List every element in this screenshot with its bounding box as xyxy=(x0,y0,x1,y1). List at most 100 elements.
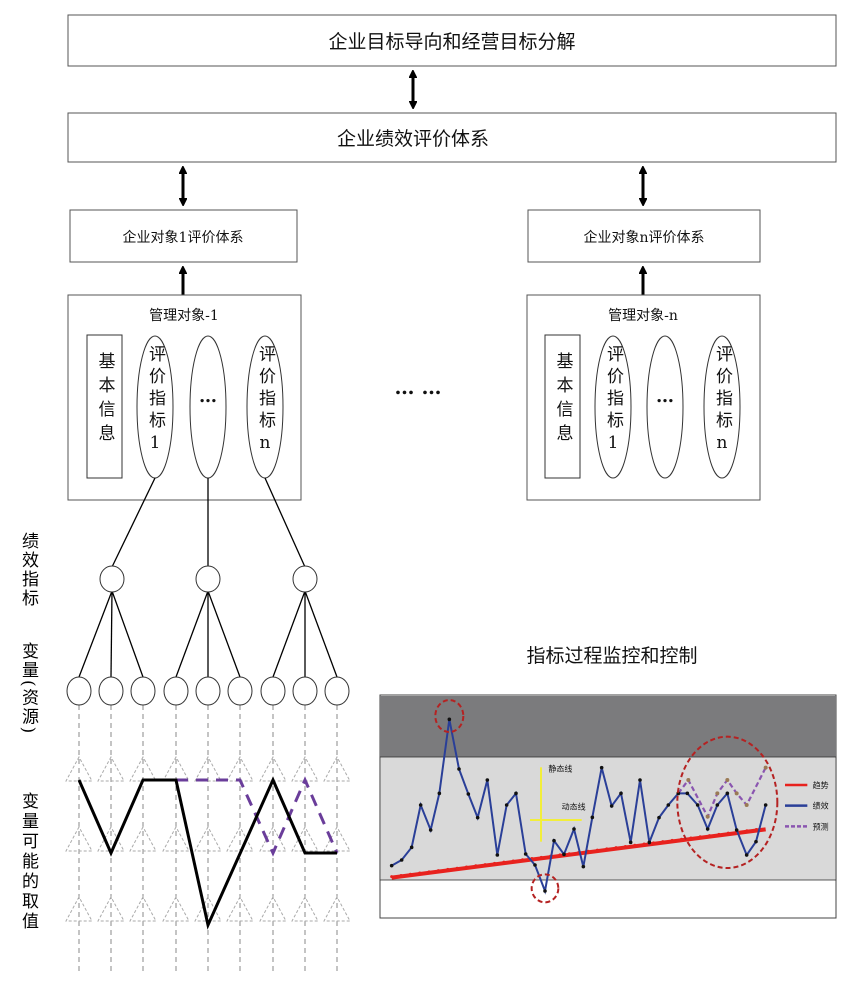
trend-marker xyxy=(670,838,674,842)
performance-point xyxy=(628,840,633,845)
performance-point xyxy=(552,838,556,843)
performance-point xyxy=(599,765,604,770)
trend-marker xyxy=(558,853,562,857)
objectn-eval-label: 企业对象n评价体系 xyxy=(583,229,704,246)
tree-edge xyxy=(264,477,306,568)
side-label-variables: 变量(资源) xyxy=(18,642,38,736)
value-option-triangle xyxy=(194,895,222,922)
performance-point xyxy=(590,815,595,820)
indicator-ellipse xyxy=(646,335,684,479)
trend-marker xyxy=(408,872,412,876)
legend-label: 预测 xyxy=(813,821,829,831)
performance-point xyxy=(734,828,739,832)
anomaly-highlight-circle xyxy=(434,699,465,733)
performance-point xyxy=(657,815,661,820)
trend-marker xyxy=(642,842,646,846)
side-label-indicators: 绩效指标 xyxy=(18,532,38,608)
managed-object-title: 管理对象-n xyxy=(608,308,678,324)
tree-edge xyxy=(304,590,338,678)
value-option-triangle xyxy=(65,825,93,852)
legend-label: 绩效 xyxy=(813,801,829,811)
anomaly-highlight-circle xyxy=(676,735,779,869)
performance-point xyxy=(754,839,758,844)
performance-point xyxy=(572,827,576,831)
trend-marker xyxy=(605,847,609,851)
trend-marker xyxy=(399,873,403,877)
trend-marker xyxy=(754,828,758,832)
trend-marker xyxy=(436,869,440,873)
indicator-node xyxy=(99,565,125,593)
side-label-variable-values: 变量可能的取值 xyxy=(18,792,38,932)
performance-point xyxy=(475,815,480,820)
performance-point xyxy=(533,863,537,867)
forecast-point xyxy=(686,778,691,782)
trend-marker xyxy=(661,840,665,844)
indicator-ellipse xyxy=(594,335,632,479)
trend-marker xyxy=(493,861,497,865)
performance-point xyxy=(685,791,690,796)
performance-point xyxy=(562,852,566,857)
trend-marker xyxy=(717,832,721,836)
forecast-point xyxy=(734,791,739,796)
basic-info-box xyxy=(86,334,123,479)
basic-info-label: 基本信息 xyxy=(94,352,115,448)
performance-point xyxy=(457,767,461,771)
variable-node xyxy=(163,676,189,706)
performance-point xyxy=(495,853,500,857)
performance-point xyxy=(389,863,394,868)
indicator-ellipse xyxy=(703,335,741,479)
managed-object-box: 管理对象-n … xyxy=(526,294,761,501)
objectn-eval-box xyxy=(527,209,761,263)
value-option-triangle xyxy=(323,825,351,852)
tree-edge xyxy=(175,590,209,678)
forecast-line xyxy=(677,767,767,820)
performance-point xyxy=(666,803,671,807)
value-option-triangle xyxy=(291,895,319,922)
basic-info-label: 基本信息 xyxy=(552,352,573,448)
forecast-point xyxy=(725,778,730,782)
performance-point xyxy=(705,827,710,831)
indicator-node xyxy=(195,565,221,593)
tree-edge xyxy=(111,477,156,568)
performance-point xyxy=(409,845,414,850)
value-option-triangle xyxy=(323,755,351,782)
trend-marker xyxy=(464,865,468,869)
monitor-chart-title: 指标过程监控和控制 xyxy=(526,645,697,667)
forecast-point xyxy=(763,765,768,770)
variable-node xyxy=(260,676,286,706)
trend-marker xyxy=(708,834,712,838)
value-option-triangle xyxy=(226,895,254,922)
performance-point xyxy=(466,792,471,796)
trend-marker xyxy=(698,835,702,839)
managed-object-box: 管理对象-1 … xyxy=(67,294,302,501)
trend-marker xyxy=(633,843,637,847)
trend-marker xyxy=(511,859,515,863)
trend-marker xyxy=(483,863,487,867)
trend-marker xyxy=(521,858,525,862)
indicator-variable-tree xyxy=(65,477,351,975)
performance-point xyxy=(695,803,700,807)
variable-node xyxy=(292,676,318,706)
trend-marker xyxy=(689,836,693,840)
anomaly-highlight-circle xyxy=(530,873,560,904)
eval-system-label: 企业绩效评价体系 xyxy=(337,128,489,150)
trend-marker xyxy=(623,844,627,848)
tree-edge xyxy=(110,590,113,678)
indicator-ellipsis: … xyxy=(199,386,217,407)
performance-point xyxy=(447,717,452,722)
indicator-ellipsis: … xyxy=(656,386,674,407)
performance-point xyxy=(437,791,442,796)
forecast-point xyxy=(715,791,720,796)
performance-point xyxy=(543,889,547,893)
trend-marker xyxy=(539,855,543,859)
basic-info-box xyxy=(544,334,581,479)
value-option-triangle xyxy=(129,825,157,852)
performance-point xyxy=(744,853,749,857)
managed-object-title: 管理对象-1 xyxy=(149,308,219,324)
tree-edge xyxy=(272,590,306,678)
performance-point xyxy=(581,864,586,869)
variable-node xyxy=(130,676,156,706)
trend-marker xyxy=(614,846,618,850)
trend-marker xyxy=(726,831,730,835)
trend-marker xyxy=(474,864,478,868)
